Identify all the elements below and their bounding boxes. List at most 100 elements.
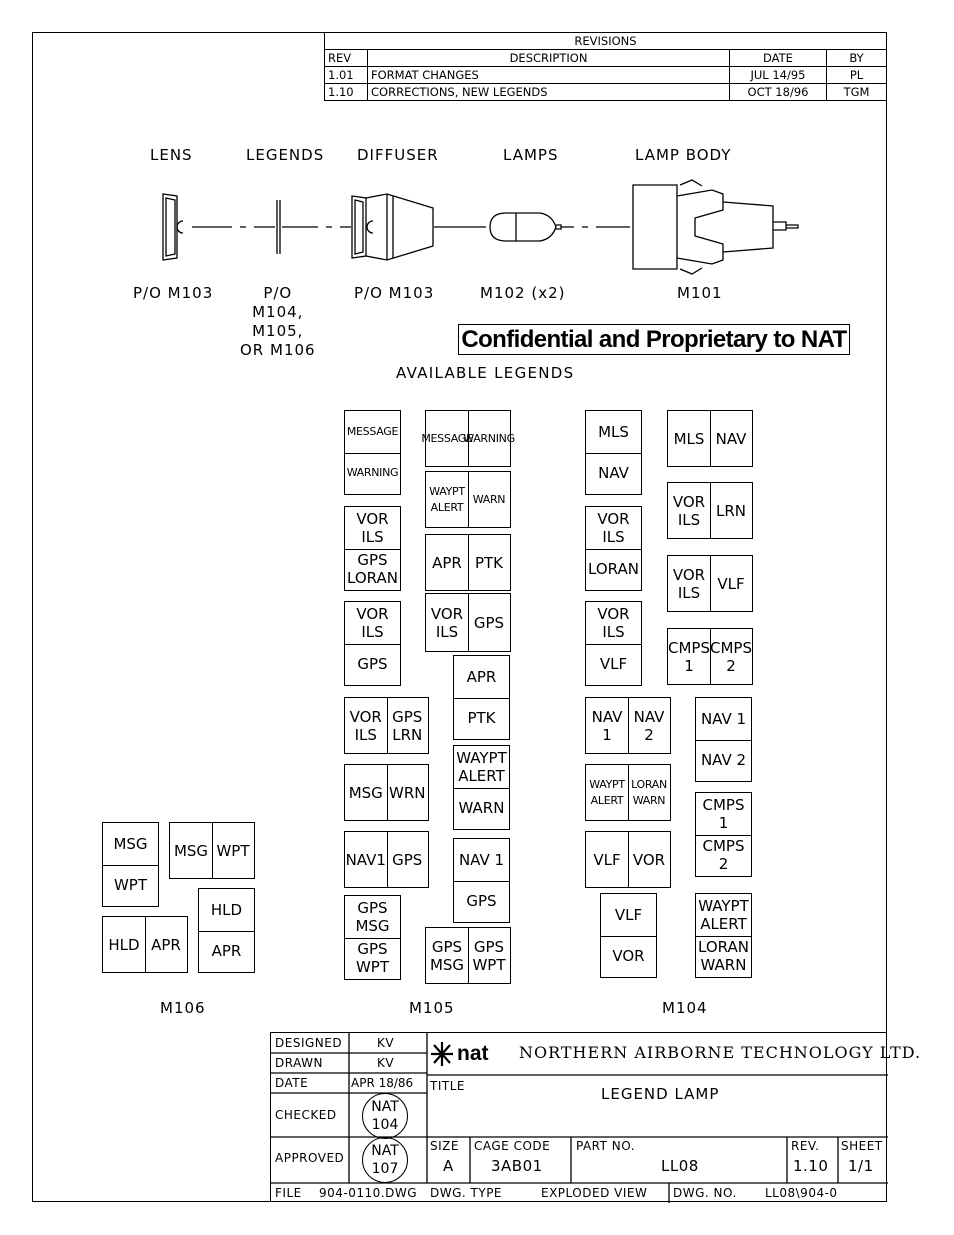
nat-logo-text: nat <box>457 1042 489 1065</box>
lamps-part-number: M102 (x2) <box>480 284 566 302</box>
revision-rev: 1.01 <box>324 66 368 84</box>
legend-cell: WPT <box>216 841 250 860</box>
legend-cell: WPT <box>113 876 148 895</box>
legend-divider <box>454 880 509 882</box>
revision-description: FORMAT CHANGES <box>367 66 730 84</box>
drawing-type-value: EXPLODED VIEW <box>541 1186 648 1200</box>
legend-cell: GPS <box>466 892 497 911</box>
legend-cell: NAV <box>715 429 747 448</box>
legend-tile: VOR ILS GPS <box>344 601 401 686</box>
diffuser-icon <box>351 193 434 261</box>
revision-date: JUL 14/95 <box>729 66 827 84</box>
legend-cell: CMPS 2 <box>710 638 752 675</box>
size-label: SIZE <box>430 1139 459 1153</box>
lamp-body-label: LAMP BODY <box>635 146 732 164</box>
legend-cell: WAYPT ALERT <box>456 748 507 785</box>
legend-divider <box>345 937 400 939</box>
legend-cell: MESSAGE <box>421 431 473 445</box>
legend-cell: VOR ILS <box>356 604 389 641</box>
company-name: NORTHERN AIRBORNE TECHNOLOGY LTD. <box>519 1043 922 1062</box>
rev-label: REV. <box>791 1139 820 1153</box>
legend-cell: GPS <box>357 655 388 674</box>
legend-cell: HLD <box>108 935 140 954</box>
description-header: DESCRIPTION <box>367 49 730 67</box>
legend-divider <box>145 917 146 972</box>
legend-cell: WAYPT ALERT <box>589 777 625 807</box>
legend-tile: HLD APR <box>198 888 255 973</box>
legend-divider <box>710 629 711 684</box>
legend-divider <box>468 411 469 466</box>
legend-divider <box>454 787 509 789</box>
legend-cell: MESSAGE <box>346 424 399 438</box>
legend-cell: MSG <box>113 834 148 853</box>
legend-cell: HLD <box>210 900 243 919</box>
legends-label: LEGENDS <box>246 146 325 164</box>
lamp-body-part-number: M101 <box>677 284 723 302</box>
legend-cell: GPS WPT <box>472 937 506 974</box>
legend-cell: GPS LORAN <box>347 551 398 588</box>
rev-header: REV <box>324 49 368 67</box>
legend-cell: LORAN WARN <box>631 777 667 807</box>
by-header: BY <box>826 49 887 67</box>
revisions-title: REVISIONS <box>324 32 887 50</box>
legend-tile: HLD APR <box>102 916 188 973</box>
available-legends-heading: AVAILABLE LEGENDS <box>396 364 575 382</box>
legend-cell: APR <box>211 942 242 961</box>
legend-cell: WAYPT ALERT <box>429 484 465 514</box>
legend-tile: WAYPT ALERT WARN <box>453 745 510 830</box>
legend-divider <box>696 834 751 836</box>
approved-label: APPROVED <box>275 1151 345 1165</box>
lamps-label: LAMPS <box>503 146 559 164</box>
legend-cell: WAYPT ALERT <box>698 896 749 933</box>
drawing-type-label: DWG. TYPE <box>430 1186 503 1200</box>
revisions-table: REVISIONS REV DESCRIPTION DATE BY 1.01 F… <box>324 32 887 101</box>
legend-cell: VOR ILS <box>597 604 630 641</box>
title-block-grid <box>271 1033 888 1203</box>
legend-divider <box>454 697 509 699</box>
m104-group-label: M104 <box>662 999 708 1017</box>
legend-cell: APR <box>432 553 462 572</box>
legend-cell: WARN <box>458 799 505 818</box>
legend-cell: APR <box>151 935 181 954</box>
legends-part-number: P/O M104, M105, OR M106 <box>240 284 316 359</box>
legend-cell: APR <box>466 667 497 686</box>
designed-label: DESIGNED <box>275 1036 343 1050</box>
lens-label: LENS <box>150 146 193 164</box>
legend-cell: PTK <box>474 553 504 572</box>
legend-divider <box>601 935 656 937</box>
cage-code-value: 3AB01 <box>491 1157 543 1175</box>
legend-cell: WRN <box>389 783 426 802</box>
drawn-label: DRAWN <box>275 1056 323 1070</box>
legend-divider <box>586 643 641 645</box>
legend-cell: WARN <box>472 492 506 506</box>
sheet-label: SHEET <box>841 1139 883 1153</box>
drawing-number-label: DWG. NO. <box>673 1186 737 1200</box>
legend-divider <box>386 832 388 887</box>
legend-cell: VOR ILS <box>672 565 706 602</box>
date-label: DATE <box>275 1076 309 1090</box>
legend-cell: NAV 1 <box>700 709 747 728</box>
legend-divider <box>386 698 388 753</box>
revision-row: 1.01 FORMAT CHANGES JUL 14/95 PL <box>324 66 887 84</box>
lamp-bulb-icon <box>489 212 562 242</box>
legend-cell: VOR ILS <box>597 509 630 546</box>
exploded-view-drawing <box>162 179 799 275</box>
legend-cell: MLS <box>673 429 705 448</box>
legend-cell: LORAN <box>588 560 639 579</box>
legend-cell: VOR ILS <box>349 707 382 744</box>
legend-divider <box>586 452 641 454</box>
legend-cell: GPS MSG <box>429 937 465 974</box>
